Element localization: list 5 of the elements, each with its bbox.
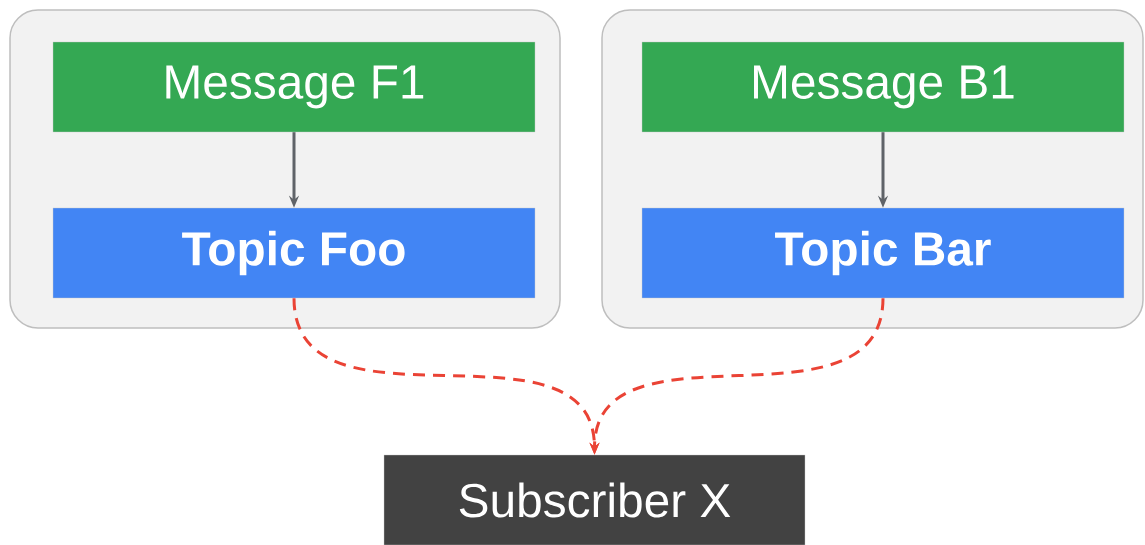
topic-box: Topic Bar	[641, 207, 1125, 299]
message-box: Message B1	[641, 41, 1125, 133]
topic-box: Topic Foo	[52, 207, 536, 299]
message-box: Message F1	[52, 41, 536, 133]
subscriber-box: Subscriber X	[383, 454, 806, 545]
